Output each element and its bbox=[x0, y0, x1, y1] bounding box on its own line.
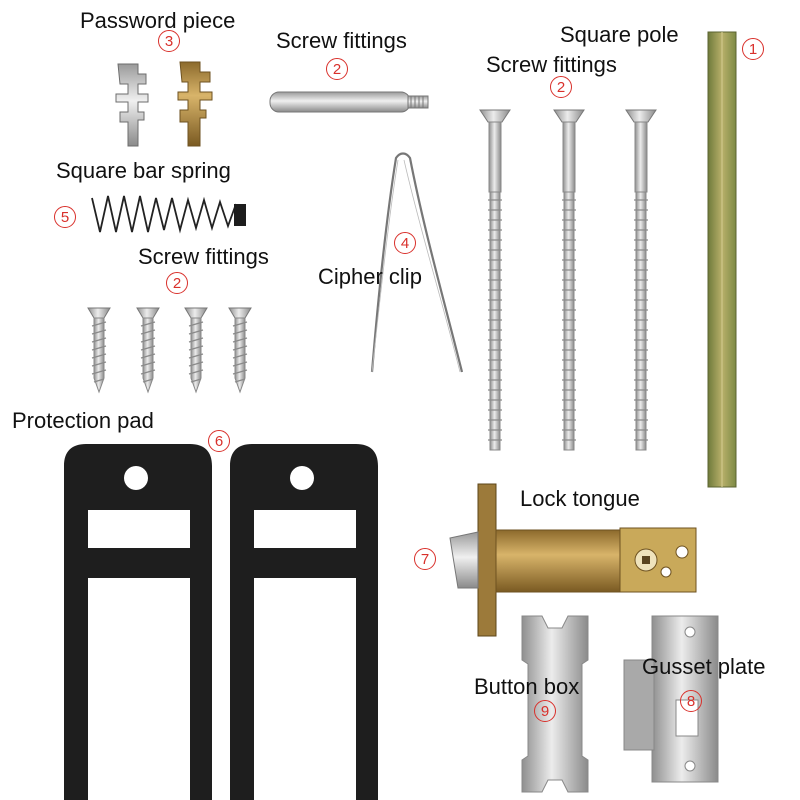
screw-fittings-label-left: Screw fittings bbox=[138, 244, 269, 269]
cipher-clip-label: Cipher clip bbox=[318, 264, 422, 289]
screw-fittings-number-left: 2 bbox=[166, 272, 188, 294]
screw-fittings-number-top: 2 bbox=[326, 58, 348, 80]
square-pole-number: 1 bbox=[742, 38, 764, 60]
square-pole-part bbox=[707, 31, 737, 488]
square-bar-spring-part bbox=[91, 195, 246, 234]
protection-pad-number: 6 bbox=[208, 430, 230, 452]
gusset-plate-part bbox=[623, 615, 719, 783]
lock-tongue-part bbox=[449, 483, 697, 637]
gusset-plate-label: Gusset plate bbox=[642, 654, 766, 679]
screw-fittings-number-right: 2 bbox=[550, 76, 572, 98]
gusset-plate-number: 8 bbox=[680, 690, 702, 712]
screw-fitting-horizontal-part bbox=[269, 91, 429, 113]
protection-pad-label: Protection pad bbox=[12, 408, 154, 433]
square-pole-label: Square pole bbox=[560, 22, 679, 47]
protection-pad-part bbox=[64, 444, 378, 800]
button-box-part bbox=[521, 615, 589, 793]
square-bar-spring-number: 5 bbox=[54, 206, 76, 228]
password-piece-label: Password piece bbox=[80, 8, 236, 33]
button-box-label: Button box bbox=[474, 674, 580, 699]
password-piece-number: 3 bbox=[158, 30, 180, 52]
lock-tongue-number: 7 bbox=[414, 548, 436, 570]
screw-fittings-label-top: Screw fittings bbox=[276, 28, 407, 53]
small-screws-part bbox=[87, 307, 252, 394]
screw-fittings-label-right: Screw fittings bbox=[486, 52, 617, 77]
lock-tongue-label: Lock tongue bbox=[520, 486, 640, 511]
password-piece-part bbox=[115, 61, 213, 147]
cipher-clip-part bbox=[370, 152, 464, 373]
cipher-clip-number: 4 bbox=[394, 232, 416, 254]
button-box-number: 9 bbox=[534, 700, 556, 722]
square-bar-spring-label: Square bar spring bbox=[56, 158, 231, 183]
long-screw-fittings-part bbox=[479, 109, 657, 451]
